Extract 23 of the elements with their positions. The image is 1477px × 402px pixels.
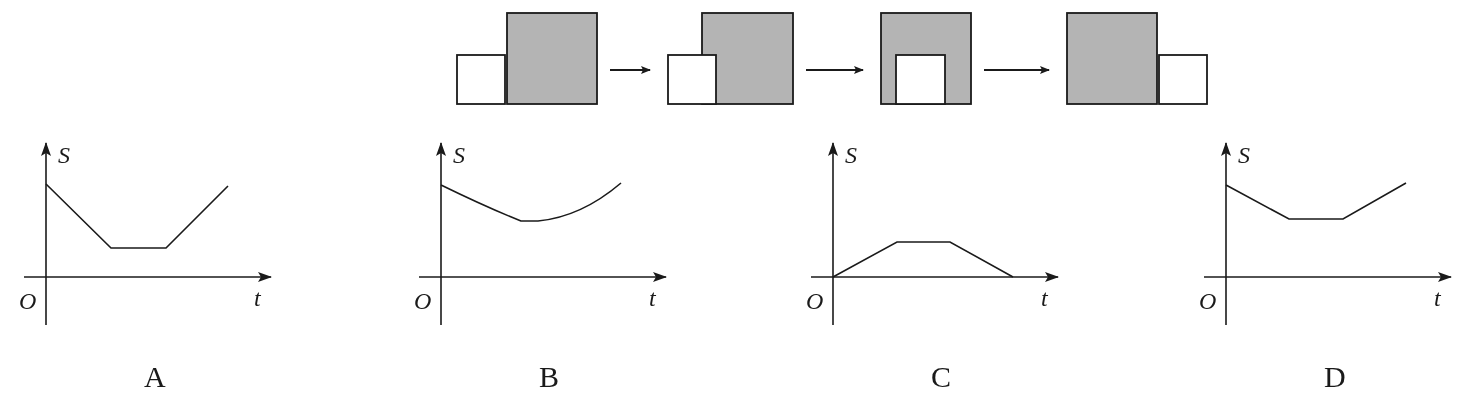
squares-drawing [456,12,598,105]
squares-drawing [880,12,972,105]
axis-label: t [1041,286,1048,310]
axis-label: t [1434,286,1441,310]
origin-label: O [414,289,432,313]
arrow [609,66,651,74]
squares-drawing [1066,12,1208,105]
origin-label: O [19,289,37,313]
option-label: D [1324,362,1346,392]
option-label: C [931,362,951,392]
axis-label: S [845,143,857,167]
option-label: B [539,362,559,392]
option-label: A [144,362,166,392]
origin-label: O [806,289,824,313]
axis-label: S [1238,143,1250,167]
arrow [805,66,864,74]
axis-label: S [453,143,465,167]
axis-label: t [649,286,656,310]
squares-drawing [667,12,794,105]
arrow [983,66,1050,74]
origin-label: O [1199,289,1217,313]
axis-label: S [58,143,70,167]
axis-label: t [254,286,261,310]
